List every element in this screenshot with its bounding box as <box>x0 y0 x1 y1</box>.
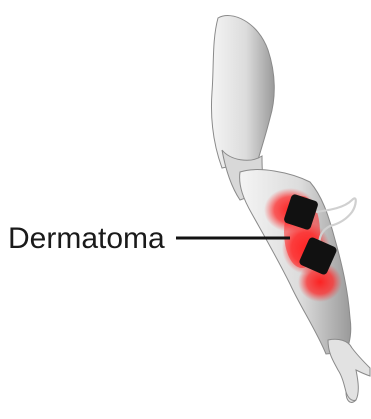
hand <box>328 339 370 402</box>
dermatoma-label: Dermatoma <box>8 222 165 256</box>
upper-arm <box>211 16 274 168</box>
